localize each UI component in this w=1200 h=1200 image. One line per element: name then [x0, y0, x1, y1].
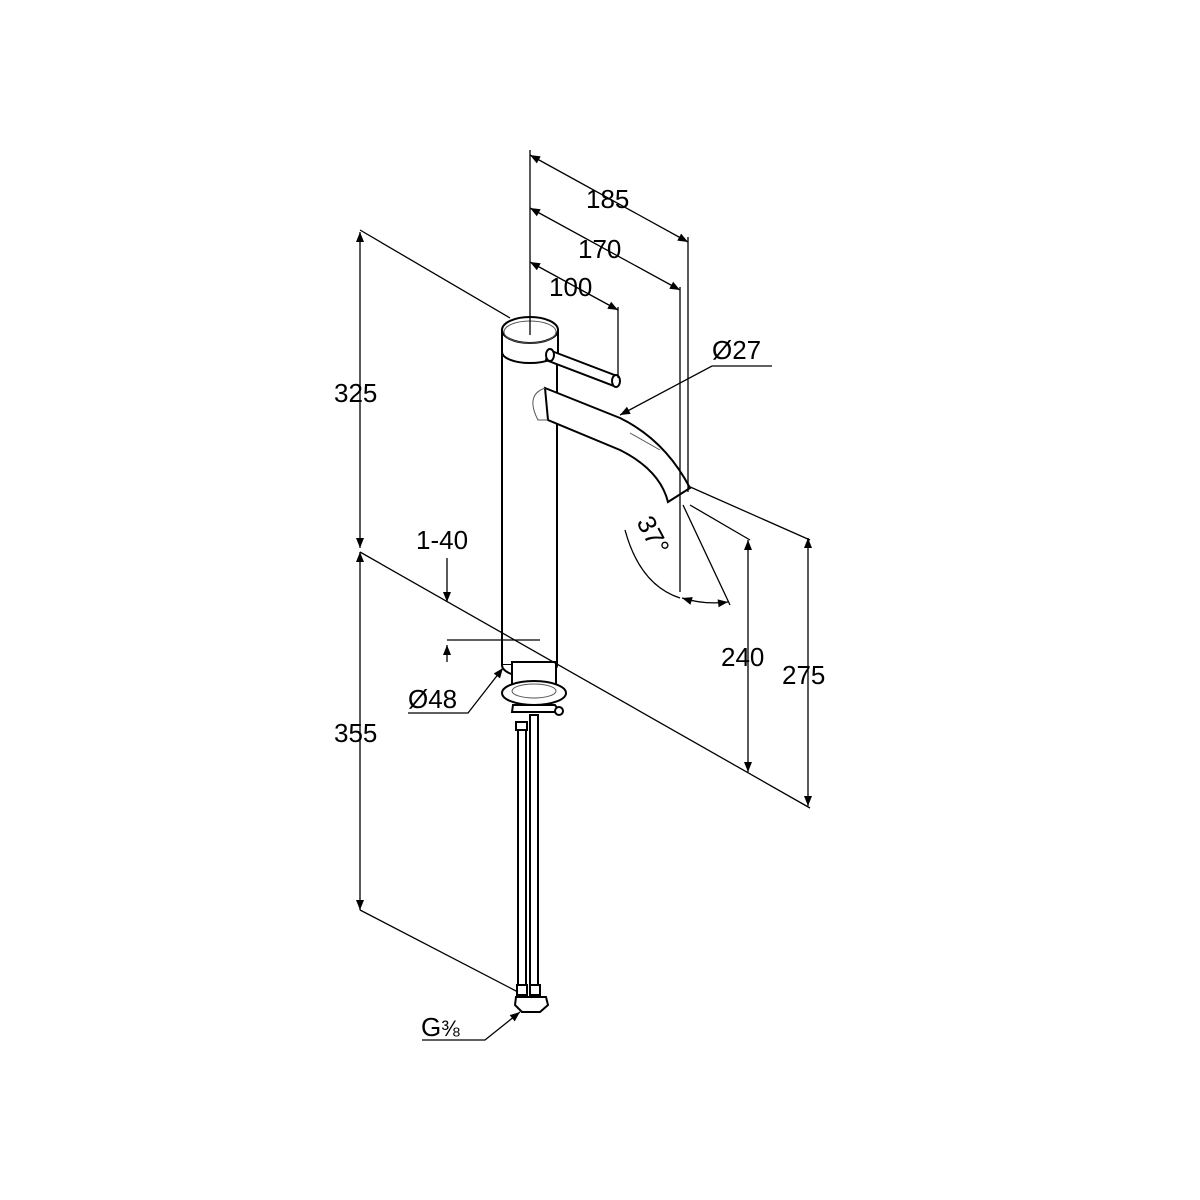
lever-handle [544, 348, 621, 388]
dim-spout-diameter: Ø27 [712, 335, 761, 365]
thread-label: G⅜ [421, 1012, 460, 1042]
dimension-lines [356, 150, 812, 1041]
supply-hoses [513, 714, 550, 1013]
dim-355: 355 [334, 718, 377, 748]
spout [532, 386, 692, 504]
dim-325: 325 [334, 378, 377, 408]
dimension-labels: 185 170 100 Ø27 325 355 1-40 Ø48 240 275… [334, 184, 825, 1042]
dim-angle: 37° [631, 511, 676, 560]
faucet-body [501, 316, 692, 1013]
dim-275: 275 [782, 660, 825, 690]
dim-185: 185 [586, 184, 629, 214]
dim-100: 100 [549, 272, 592, 302]
base-ring [501, 661, 567, 716]
thread-fraction: ⅜ [441, 1016, 460, 1041]
thread-main: G [421, 1012, 441, 1042]
dim-170: 170 [578, 234, 621, 264]
dim-1-40: 1-40 [416, 525, 468, 555]
dim-base-diameter: Ø48 [408, 684, 457, 714]
dim-240: 240 [721, 642, 764, 672]
